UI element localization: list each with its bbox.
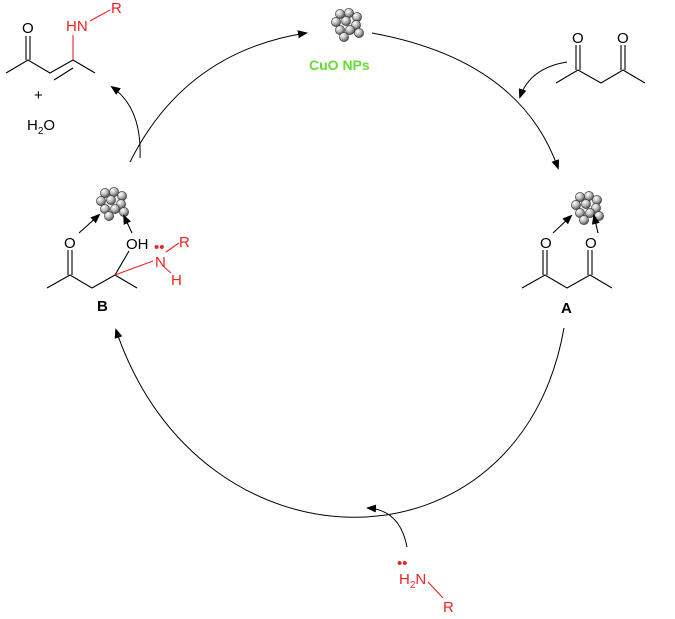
amine-r: R — [443, 599, 454, 616]
intermediate-b-c-n-bond — [114, 260, 154, 276]
diketone-o2: O — [617, 30, 629, 47]
diketone-o1: O — [572, 30, 584, 47]
nanoparticle-cluster-top — [331, 8, 364, 42]
product-nh: HN — [66, 18, 88, 35]
intermediate-b-h: H — [171, 272, 182, 289]
enaminone-product — [5, 36, 96, 81]
intermediate-a-structure — [521, 214, 613, 289]
catalyst-label: CuO NPs — [309, 57, 370, 73]
product-plus: + — [34, 87, 43, 104]
nanoparticle-sphere — [581, 199, 591, 209]
side-arrows — [110, 61, 568, 548]
intermediate-b-n: N — [155, 254, 166, 271]
nanoparticle-sphere — [579, 215, 589, 225]
intermediate-a-o1: O — [540, 235, 552, 252]
amine-lone-pair: •• — [397, 555, 408, 572]
product-water: H2O — [27, 117, 55, 137]
intermediate-b-n-h-bond — [163, 266, 172, 274]
amine-n-r-bond — [427, 581, 444, 599]
nanoparticle-sphere — [104, 211, 114, 221]
amine-h2n: H2N — [399, 571, 426, 591]
nanoparticle-sphere — [345, 25, 355, 35]
nanoparticle-cluster-b — [96, 187, 129, 221]
intermediate-b-label: B — [97, 298, 108, 315]
intermediate-a-o2: O — [585, 235, 597, 252]
intermediate-b-o: O — [64, 235, 76, 252]
nanoparticle-sphere — [341, 16, 351, 26]
cycle-arcs — [114, 30, 565, 518]
nanoparticle-sphere — [594, 211, 604, 221]
arrow-amine-in — [366, 504, 408, 548]
nanoparticle-sphere — [96, 196, 106, 206]
intermediate-b-lone-pair: •• — [154, 239, 165, 256]
intermediate-a-label: A — [561, 300, 572, 317]
nanoparticle-sphere — [354, 28, 364, 38]
product-o: O — [22, 20, 34, 37]
nanoparticle-sphere — [339, 32, 349, 42]
intermediate-b-r: R — [179, 234, 190, 251]
intermediate-b-oh: OH — [126, 236, 149, 253]
intermediate-b-structure — [46, 213, 138, 289]
nanoparticle-sphere — [331, 17, 341, 27]
product-r: R — [111, 0, 122, 17]
arrow-product-out — [110, 85, 141, 159]
arc-catalyst-to-a — [371, 32, 560, 170]
nanoparticle-sphere — [571, 200, 581, 210]
nanoparticle-sphere — [110, 204, 120, 214]
nanoparticle-sphere — [119, 207, 129, 217]
nanoparticle-sphere — [106, 195, 116, 205]
enaminone-n-r-bond — [89, 9, 111, 22]
intermediate-b-n-r-bond — [165, 242, 180, 253]
arrow-diketone-in — [518, 61, 568, 99]
nanoparticle-cluster-a — [571, 191, 604, 225]
acetylacetone-reagent — [555, 45, 646, 84]
arc-a-to-b — [114, 327, 565, 518]
arc-b-to-catalyst — [129, 30, 308, 163]
